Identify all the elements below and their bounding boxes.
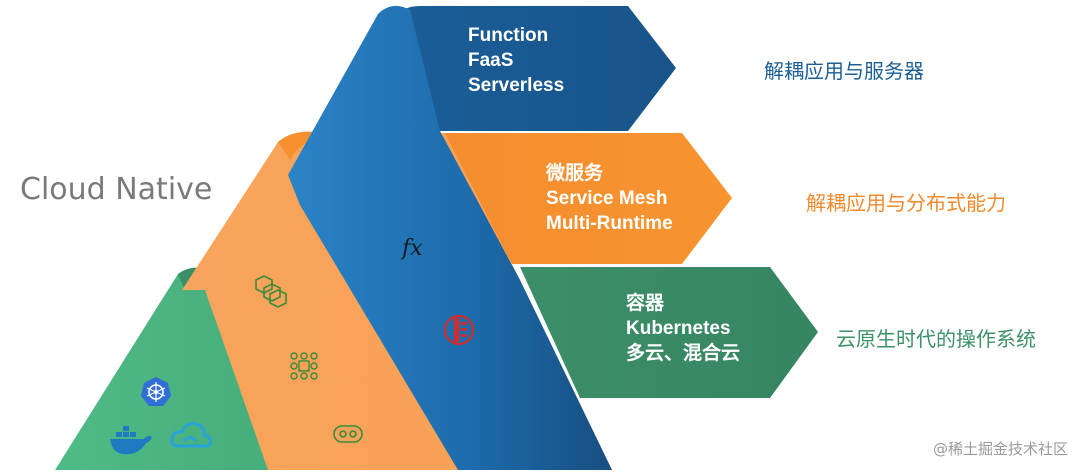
microservice-label-line-2: Service Mesh	[546, 188, 668, 209]
docker-icon	[110, 426, 152, 455]
microservice-ribbon	[440, 133, 732, 264]
cube-cluster-icon	[255, 275, 287, 308]
function-label-line-2: FaaS	[468, 50, 514, 71]
function-description: 解耦应用与服务器	[764, 59, 924, 83]
container-label-line-2: Kubernetes	[626, 318, 731, 339]
microservice-description: 解耦应用与分布式能力	[806, 191, 1006, 215]
container-label-line-3: 多云、混合云	[626, 343, 741, 364]
function-label-line-1: Function	[468, 25, 549, 46]
container-label-line-1: 容器	[626, 293, 665, 314]
diagram-title: Cloud Native	[20, 172, 213, 207]
microservice-label-line-3: Multi-Runtime	[546, 213, 673, 234]
container-ribbon	[520, 267, 818, 398]
serverless-red-icon	[443, 314, 475, 346]
mesh-nodes-icon	[290, 352, 318, 380]
kubernetes-icon	[141, 377, 171, 406]
function-layer-face	[288, 5, 612, 470]
container-description: 云原生时代的操作系统	[836, 327, 1036, 351]
cloud-icon	[170, 422, 212, 448]
function-label-line-3: Serverless	[468, 75, 565, 96]
function-ribbon	[395, 6, 676, 131]
function-fx-icon: fx	[402, 236, 423, 261]
microservice-label-line-1: 微服务	[546, 163, 604, 184]
watermark: @稀土掘金技术社区	[932, 440, 1068, 458]
runtime-loop-icon	[333, 425, 363, 443]
